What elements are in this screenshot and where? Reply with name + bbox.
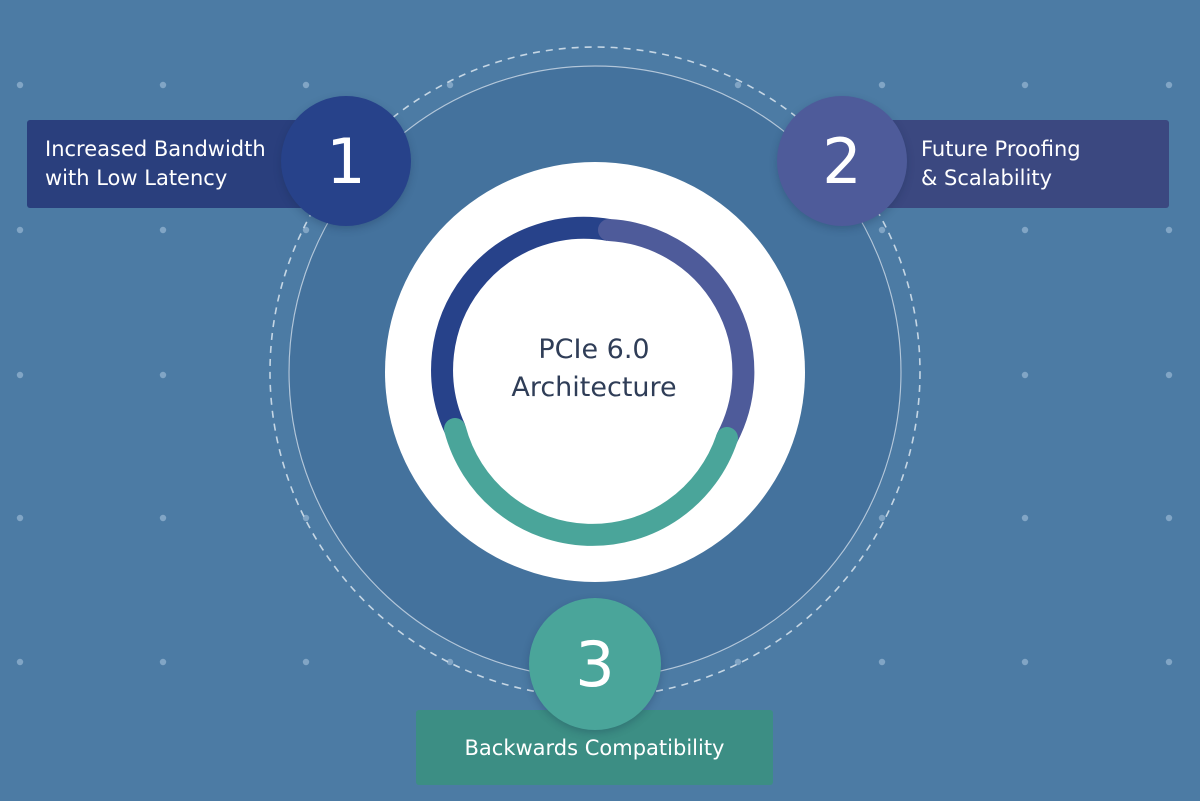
center-title: PCIe 6.0 Architecture [474,331,714,407]
background-dot [159,371,167,379]
background-dot [16,226,24,234]
background-dot [1165,226,1173,234]
feature-2-line-1: Future Proofing [921,137,1081,161]
ring-segment-1 [431,216,611,434]
background-dot [878,658,886,666]
background-dot [734,658,742,666]
feature-3-line-1: Backwards Compatibility [464,736,725,760]
ring-segment-3 [444,418,738,546]
background-dot [1021,514,1029,522]
background-dot [1165,514,1173,522]
background-dot [1021,81,1029,89]
background-dot [1021,226,1029,234]
feature-1-number-badge: 1 [281,96,411,226]
background-dot [1165,371,1173,379]
background-dot [16,658,24,666]
background-dot [1165,658,1173,666]
feature-3-number-badge: 3 [529,598,661,730]
background-dot [734,81,742,89]
background-dot [1165,81,1173,89]
background-dot [159,514,167,522]
ring-segment-2 [598,219,755,449]
background-dot [159,81,167,89]
background-dot [302,514,310,522]
background-dot [878,81,886,89]
background-dot [159,226,167,234]
background-dot [159,658,167,666]
center-title-line-1: PCIe 6.0 [538,334,650,365]
background-dot [302,658,310,666]
background-dot [878,226,886,234]
background-dot [302,226,310,234]
background-dot [16,371,24,379]
background-dot [16,81,24,89]
background-dot [878,514,886,522]
background-dot [446,658,454,666]
feature-3-label: Backwards Compatibility [416,710,773,785]
background-dot [1021,371,1029,379]
feature-1-line-2: with Low Latency [45,166,228,190]
background-dot [16,514,24,522]
feature-1-line-1: Increased Bandwidth [45,137,266,161]
background-dot [446,81,454,89]
background-dot [302,81,310,89]
feature-1-label: Increased Bandwidth with Low Latency [27,120,327,208]
feature-2-number-badge: 2 [777,96,907,226]
feature-2-line-2: & Scalability [921,166,1052,190]
feature-2-label: Future Proofing & Scalability [870,120,1169,208]
background-dot [1021,658,1029,666]
center-title-line-2: Architecture [511,372,677,403]
